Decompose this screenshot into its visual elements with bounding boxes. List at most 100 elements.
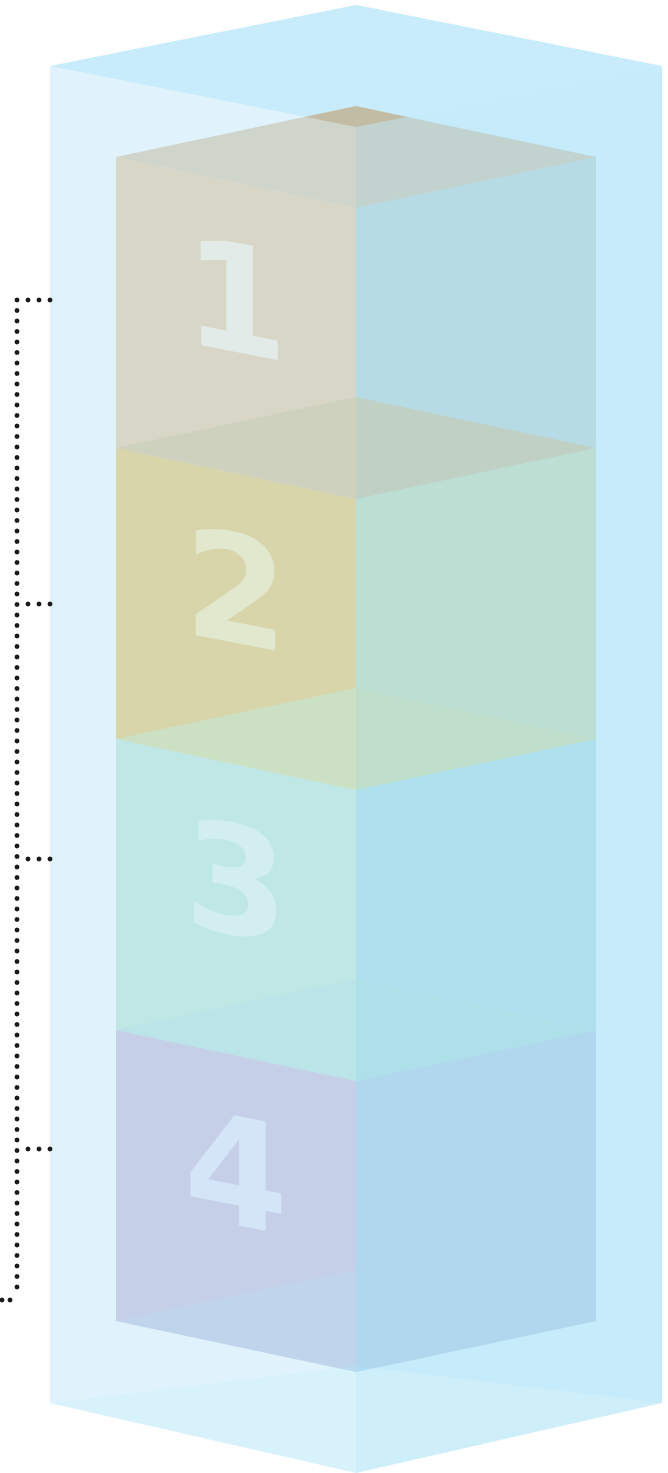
connector-dot	[15, 928, 20, 933]
connector-dot	[15, 655, 20, 660]
connector-dot	[37, 1147, 42, 1152]
connector-dot	[15, 665, 20, 670]
connector-dot	[15, 476, 20, 481]
connector-dot	[15, 854, 20, 859]
connector-dot	[15, 949, 20, 954]
connector-dot	[15, 371, 20, 376]
connector-dot	[48, 298, 53, 303]
connector-dot	[15, 1190, 20, 1195]
connector-dot	[15, 760, 20, 765]
connector-dot	[15, 770, 20, 775]
connector-dot	[15, 298, 20, 303]
connector-dot	[15, 1106, 20, 1111]
connector-dot	[48, 1147, 53, 1152]
connector-dot	[15, 833, 20, 838]
connector-dot	[15, 1001, 20, 1006]
connector-dot	[15, 697, 20, 702]
connector-dot	[15, 1117, 20, 1122]
connector-dot	[15, 623, 20, 628]
connector-dot	[15, 823, 20, 828]
connector-dot	[37, 602, 42, 607]
connector-dot	[15, 1232, 20, 1237]
connector-dot	[15, 686, 20, 691]
connector-dot	[15, 1043, 20, 1048]
dotted-connectors	[0, 298, 52, 1303]
connector-dot	[15, 1253, 20, 1258]
connector-dot	[15, 329, 20, 334]
connector-dot	[15, 508, 20, 513]
connector-dot	[15, 308, 20, 313]
connector-dot	[15, 529, 20, 534]
connector-dot	[26, 602, 31, 607]
connector-dot	[15, 907, 20, 912]
connector-dot	[15, 886, 20, 891]
connector-dot	[15, 791, 20, 796]
connector-dot	[15, 592, 20, 597]
connector-dot	[15, 896, 20, 901]
connector-dot	[37, 857, 42, 862]
connector-dot	[15, 676, 20, 681]
connector-dot	[15, 1274, 20, 1279]
connector-dot	[15, 560, 20, 565]
connector-dot	[15, 350, 20, 355]
connector-dot	[15, 634, 20, 639]
connector-dot	[15, 487, 20, 492]
connector-dot	[15, 1054, 20, 1059]
connector-dot	[15, 1096, 20, 1101]
connector-dot	[15, 424, 20, 429]
connector-dot	[15, 466, 20, 471]
connector-dot	[48, 602, 53, 607]
connector-dot	[26, 298, 31, 303]
connector-dot	[37, 298, 42, 303]
connector-dot	[0, 1298, 4, 1303]
connector-dot	[15, 382, 20, 387]
connector-dot	[15, 413, 20, 418]
connector-dot	[15, 1033, 20, 1038]
connector-dot	[15, 749, 20, 754]
connector-dot	[15, 781, 20, 786]
connector-dot	[15, 1285, 20, 1290]
connector-dot	[15, 1022, 20, 1027]
connector-dot	[15, 917, 20, 922]
connector-dot	[15, 959, 20, 964]
connector-dot	[15, 1064, 20, 1069]
connector-dot	[15, 802, 20, 807]
connector-dot	[15, 728, 20, 733]
connector-dot	[15, 1127, 20, 1132]
connector-dot	[26, 857, 31, 862]
connector-dot	[15, 581, 20, 586]
connector-dot	[15, 1012, 20, 1017]
connector-dot	[15, 340, 20, 345]
connector-dot	[48, 857, 53, 862]
connector-dot	[15, 718, 20, 723]
connector-dot	[26, 1147, 31, 1152]
connector-dot	[15, 970, 20, 975]
connector-dot	[15, 1148, 20, 1153]
connector-dot	[15, 518, 20, 523]
connector-dot	[15, 1222, 20, 1227]
outer-box-front	[50, 66, 662, 1473]
connector-dot	[15, 739, 20, 744]
connector-dot	[15, 1211, 20, 1216]
connector-dot	[15, 1159, 20, 1164]
connector-dot	[15, 602, 20, 607]
connector-dot	[15, 319, 20, 324]
connector-dot	[15, 361, 20, 366]
connector-dot	[15, 455, 20, 460]
outer-box-front-right	[356, 66, 662, 1473]
connector-dot	[15, 1138, 20, 1143]
connector-dot	[15, 550, 20, 555]
connector-dot	[15, 1264, 20, 1269]
connector-dot	[15, 403, 20, 408]
connector-dot	[15, 613, 20, 618]
connector-dot	[15, 707, 20, 712]
connector-dot	[15, 991, 20, 996]
connector-dot	[15, 1180, 20, 1185]
connector-dot	[15, 1169, 20, 1174]
connector-dot	[15, 539, 20, 544]
connector-dot	[15, 497, 20, 502]
connector-dot	[15, 434, 20, 439]
connector-dot	[15, 865, 20, 870]
connector-dot	[15, 445, 20, 450]
